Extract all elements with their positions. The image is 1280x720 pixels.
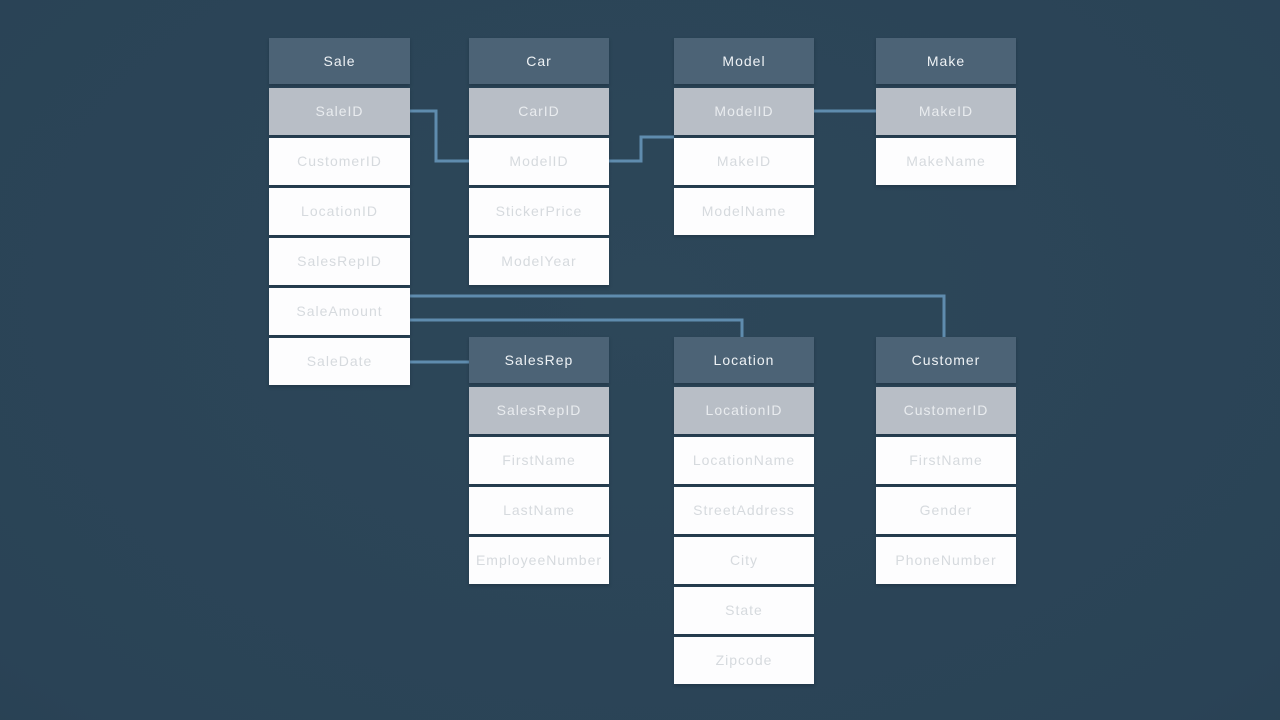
table-salesrep-field-salesrepid: SalesRepID	[469, 387, 609, 434]
connector-sale-customerid-to-customer	[410, 294, 946, 339]
table-car-field-carid: CarID	[469, 88, 609, 135]
table-sale-field-locationid: LocationID	[269, 188, 410, 235]
table-car-field-modelid: ModelID	[469, 138, 609, 185]
table-customer-field-gender: Gender	[876, 487, 1016, 534]
table-car-field-stickerprice: StickerPrice	[469, 188, 609, 235]
table-customer-field-customerid: CustomerID	[876, 387, 1016, 434]
table-sale-field-saleid: SaleID	[269, 88, 410, 135]
table-sale-field-saleamount: SaleAmount	[269, 288, 410, 335]
table-model-field-modelid: ModelID	[674, 88, 814, 135]
table-location-field-state: State	[674, 587, 814, 634]
table-location-field-locationname: LocationName	[674, 437, 814, 484]
table-salesrep-field-firstname: FirstName	[469, 437, 609, 484]
table-model-field-modelname: ModelName	[674, 188, 814, 235]
table-sale-field-saledate: SaleDate	[269, 338, 410, 385]
table-sale-field-salesrepid: SalesRepID	[269, 238, 410, 285]
table-location-title: Location	[674, 337, 814, 383]
table-location-field-locationid: LocationID	[674, 387, 814, 434]
table-location-field-streetaddress: StreetAddress	[674, 487, 814, 534]
table-make-field-makeid: MakeID	[876, 88, 1016, 135]
table-customer-field-phonenumber: PhoneNumber	[876, 537, 1016, 584]
table-location-field-city: City	[674, 537, 814, 584]
table-salesrep-title: SalesRep	[469, 337, 609, 383]
table-salesrep-field-lastname: LastName	[469, 487, 609, 534]
table-customer-field-firstname: FirstName	[876, 437, 1016, 484]
table-car-title: Car	[469, 38, 609, 84]
table-sale-field-customerid: CustomerID	[269, 138, 410, 185]
table-car-field-modelyear: ModelYear	[469, 238, 609, 285]
table-make-field-makename: MakeName	[876, 138, 1016, 185]
table-model-title: Model	[674, 38, 814, 84]
table-salesrep-field-employeenumber: EmployeeNumber	[469, 537, 609, 584]
table-sale-title: Sale	[269, 38, 410, 84]
table-model-field-makeid: MakeID	[674, 138, 814, 185]
table-location-field-zipcode: Zipcode	[674, 637, 814, 684]
connector-car-modelid-to-model-modelid	[609, 135, 674, 163]
table-customer-title: Customer	[876, 337, 1016, 383]
table-make-title: Make	[876, 38, 1016, 84]
connector-sale-saleid-to-car-modelid	[410, 109, 469, 163]
